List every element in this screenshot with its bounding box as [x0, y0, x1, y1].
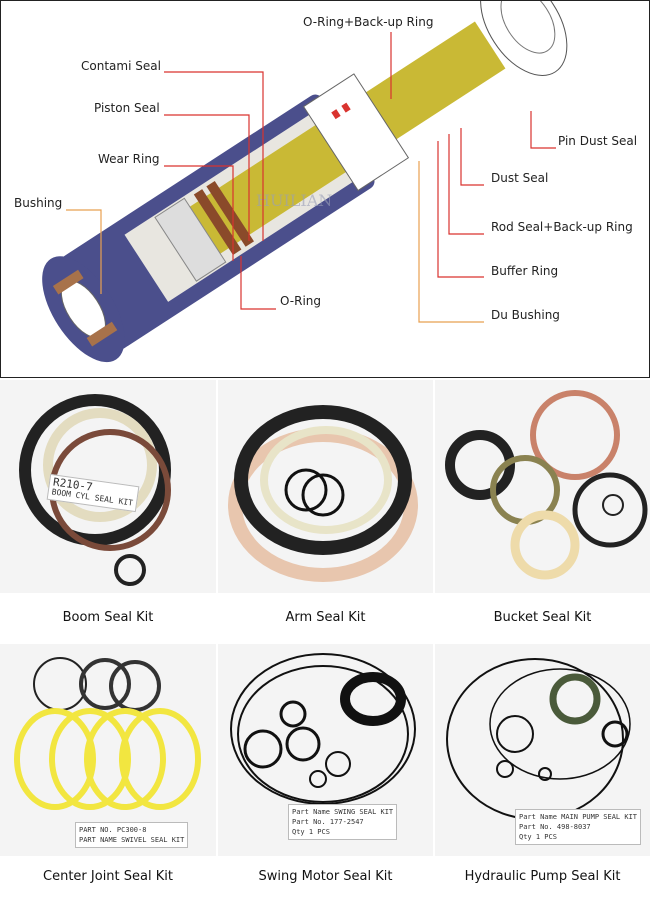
label-bushing: Bushing	[14, 196, 63, 210]
swing-motor-seal-kit-photo: Part Name SWING SEAL KIT Part No. 177-25…	[218, 644, 433, 856]
caption-center-joint-seal-kit: Center Joint Seal Kit	[0, 856, 216, 896]
bucket-seal-kit-photo	[435, 380, 650, 593]
tag-line: Part No. 498-8037	[519, 823, 591, 831]
arm-seal-kit-photo	[218, 380, 433, 593]
tag-line: PART NAME SWIVEL SEAL KIT	[79, 836, 185, 844]
product-tag: Part Name SWING SEAL KIT Part No. 177-25…	[288, 804, 398, 840]
tag-line: PART NO. PC300-8	[79, 826, 147, 834]
tag-line: Part Name SWING SEAL KIT	[292, 808, 394, 816]
label-rod-seal-backup-ring: Rod Seal+Back-up Ring	[491, 220, 633, 234]
boom-seal-kit-photo: R210-7 BOOM CYL SEAL KIT	[0, 380, 216, 593]
label-piston-seal: Piston Seal	[94, 101, 160, 115]
caption-bucket-seal-kit: Bucket Seal Kit	[435, 593, 650, 642]
tag-line: Part No. 177-2547	[292, 818, 364, 826]
caption-arm-seal-kit: Arm Seal Kit	[218, 593, 433, 642]
label-oring: O-Ring	[280, 294, 322, 308]
tag-line: Part Name MAIN PUMP SEAL KIT	[519, 813, 638, 821]
label-wear-ring: Wear Ring	[98, 152, 160, 166]
cylinder-illustration: HUILIAN	[42, 1, 568, 363]
caption-boom-seal-kit: Boom Seal Kit	[0, 593, 216, 642]
caption-swing-motor-seal-kit: Swing Motor Seal Kit	[218, 856, 433, 896]
tag-line: Qty 1 PCS	[292, 828, 330, 836]
watermark: HUILIAN	[256, 191, 332, 210]
caption-hydraulic-pump-seal-kit: Hydraulic Pump Seal Kit	[435, 856, 650, 896]
label-dust-seal: Dust Seal	[491, 171, 549, 185]
hydraulic-pump-seal-kit-photo: Part Name MAIN PUMP SEAL KIT Part No. 49…	[435, 644, 650, 856]
tag-line: Qty 1 PCS	[519, 833, 557, 841]
product-tag: PART NO. PC300-8 PART NAME SWIVEL SEAL K…	[75, 822, 189, 848]
label-pin-dust-seal: Pin Dust Seal	[558, 134, 638, 148]
label-du-bushing: Du Bushing	[491, 308, 560, 322]
label-oring-backup-ring: O-Ring+Back-up Ring	[303, 15, 434, 29]
label-buffer-ring: Buffer Ring	[491, 264, 559, 278]
label-contami-seal: Contami Seal	[81, 59, 161, 73]
center-joint-seal-kit-photo: PART NO. PC300-8 PART NAME SWIVEL SEAL K…	[0, 644, 216, 856]
product-tag: Part Name MAIN PUMP SEAL KIT Part No. 49…	[515, 809, 642, 845]
cylinder-seal-diagram: HUILIAN O-Ring+Back-up Ring Contami Seal…	[0, 0, 650, 378]
